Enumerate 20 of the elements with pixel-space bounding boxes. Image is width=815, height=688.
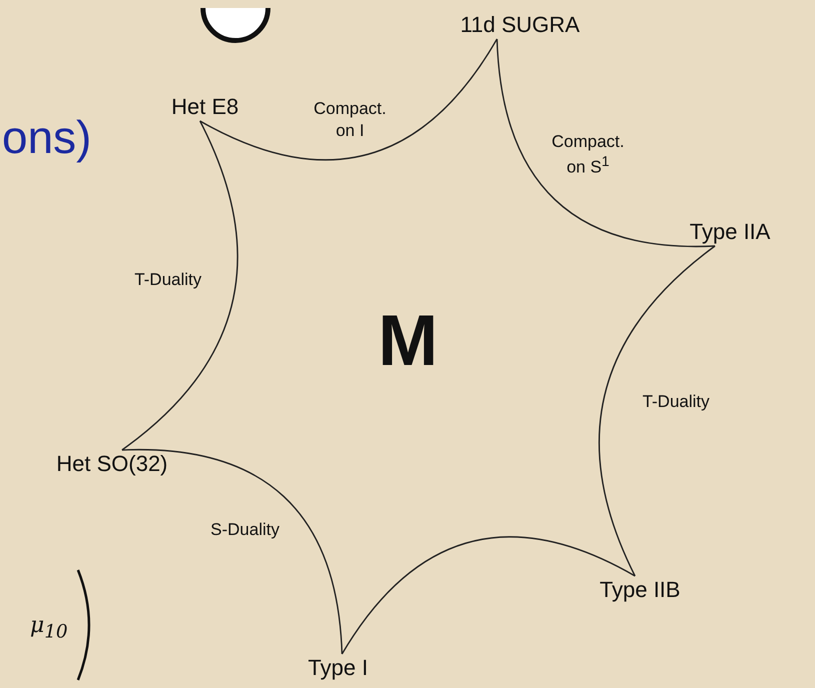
edge-label: Compact. on S$^{1}$ — [550, 131, 626, 179]
star-edge — [122, 120, 238, 451]
star-edge — [496, 38, 715, 247]
star-edge — [122, 449, 343, 654]
vertex-label: Het SO(32) — [54, 450, 170, 478]
vertex-label: Type IIA — [688, 218, 772, 246]
vertex-label: Type IIB — [598, 576, 682, 604]
edge-label: S-Duality — [210, 518, 280, 541]
edge-label: T-Duality — [641, 390, 711, 413]
vertex-label: 11d SUGRA — [458, 11, 582, 39]
star-edge — [200, 38, 498, 160]
math-symbol: μ$_{10}$ — [30, 613, 68, 642]
vertex-label: Type I — [306, 654, 370, 682]
center-letter: M — [378, 300, 438, 382]
edge-label: Compact. on I — [312, 98, 388, 142]
star-edge — [341, 536, 636, 654]
star-edge — [598, 245, 716, 576]
slide-title-fragment: ons) — [2, 110, 92, 164]
vertex-label: Het E8 — [169, 93, 241, 121]
edge-label: T-Duality — [133, 268, 203, 291]
